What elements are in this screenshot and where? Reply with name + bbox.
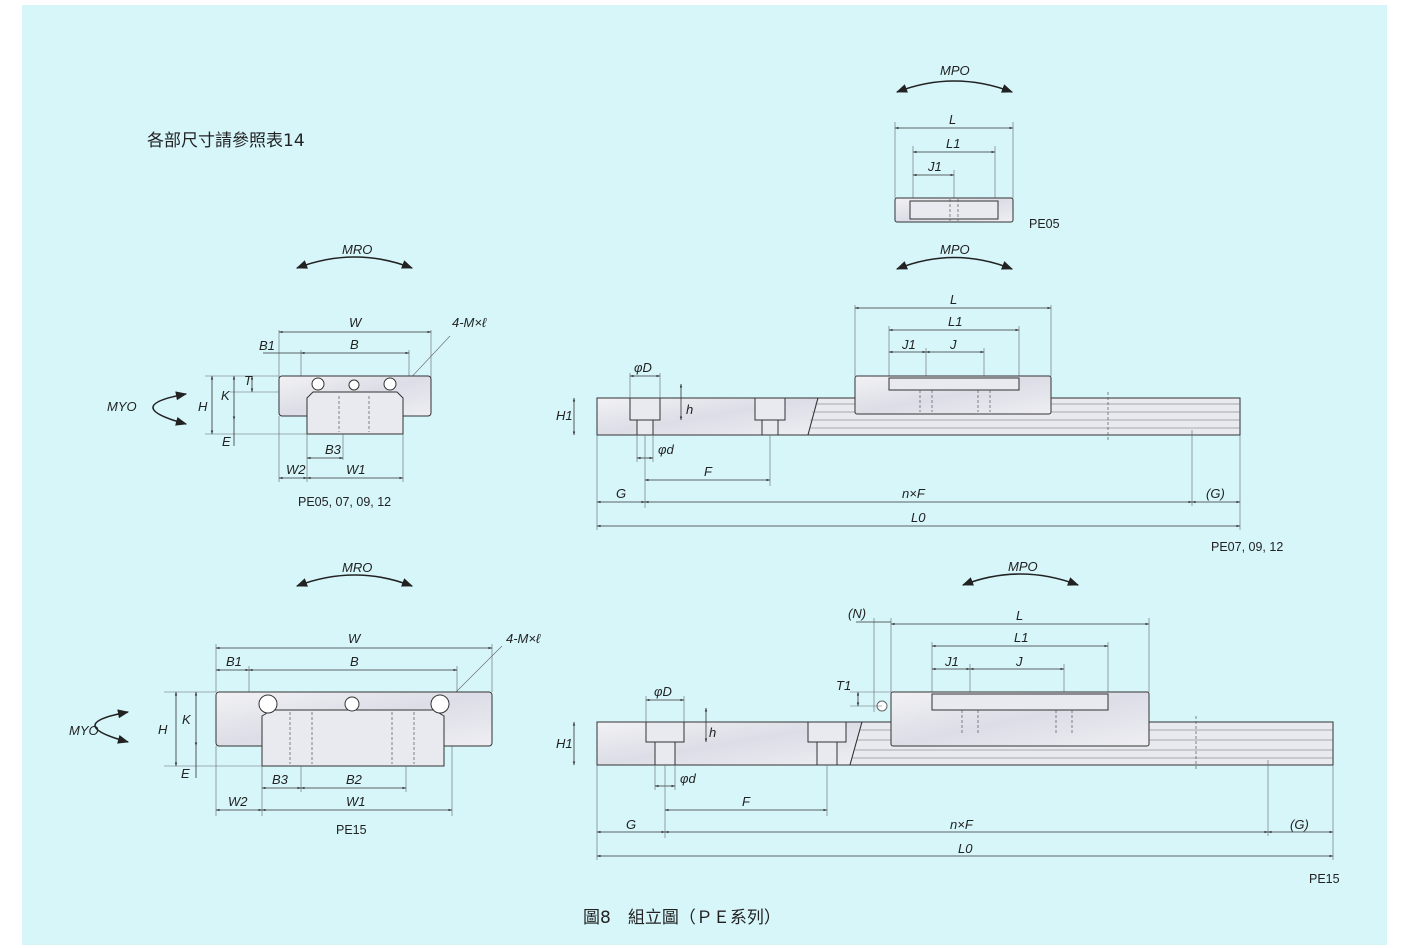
dim-w1-large: W1	[346, 794, 366, 809]
dim-j1: J1	[927, 159, 942, 174]
dim-j1-side: J1	[901, 337, 916, 352]
moment-mpo-label-2: MPO	[940, 242, 970, 257]
dim-j-large: J	[1015, 654, 1023, 669]
dim-h-small: h	[686, 402, 693, 417]
model-label-small-end: PE05, 07, 09, 12	[298, 495, 391, 509]
dim-w: W	[349, 315, 363, 330]
dim-phi-d-small-2: φd	[680, 771, 696, 786]
dim-b3: B3	[325, 442, 342, 457]
moment-myo-label-2: MYO	[69, 723, 99, 738]
dim-4-m-l: 4-M×ℓ	[452, 315, 487, 330]
dim-l-large: L	[1016, 608, 1023, 623]
model-label-large-end: PE15	[336, 823, 367, 837]
dim-phi-d-large: φD	[634, 360, 652, 375]
dim-b3-large: B3	[272, 772, 289, 787]
dim-n-f: n×F	[902, 486, 926, 501]
reference-note: 各部尺寸請參照表14	[147, 131, 305, 151]
model-label-pe05: PE05	[1029, 217, 1060, 231]
dim-t1: T1	[836, 678, 851, 693]
side-view-small: MPO L L1 J1 J	[556, 242, 1283, 554]
dim-j1-large: J1	[944, 654, 959, 669]
dim-l: L	[949, 112, 956, 127]
dim-g-paren: (G)	[1206, 486, 1225, 501]
dim-l0: L0	[911, 510, 926, 525]
dim-h: H	[198, 399, 208, 414]
dim-phi-d-large-2: φD	[654, 684, 672, 699]
moment-mro-label: MRO	[342, 242, 372, 257]
dim-h1-large: H1	[556, 736, 573, 751]
dim-l-side: L	[950, 292, 957, 307]
dim-g-paren-large: (G)	[1290, 817, 1309, 832]
dim-l1-side: L1	[948, 314, 962, 329]
dim-b1: B1	[259, 338, 275, 353]
dim-f: F	[704, 464, 713, 479]
moment-mro-label-2: MRO	[342, 560, 372, 575]
dim-b: B	[350, 337, 359, 352]
moment-mpo-label-3: MPO	[1008, 559, 1038, 574]
dim-b1-large: B1	[226, 654, 242, 669]
dim-g: G	[616, 486, 626, 501]
dim-e: E	[222, 434, 231, 449]
top-view-pe05: MPO L L1 J1 PE05	[894, 63, 1060, 231]
dim-n-f-large: n×F	[950, 817, 974, 832]
dim-h1: H1	[556, 408, 573, 423]
dim-w2: W2	[286, 462, 306, 477]
dim-w-large: W	[348, 631, 362, 646]
dim-phi-d-small: φd	[658, 442, 674, 457]
dim-j-side: J	[949, 337, 957, 352]
dim-4-m-l-large: 4-M×ℓ	[506, 631, 541, 646]
model-label-large-side: PE15	[1309, 872, 1340, 886]
dim-k: K	[221, 388, 231, 403]
dim-l1-large: L1	[1014, 630, 1028, 645]
model-label-small-side: PE07, 09, 12	[1211, 540, 1283, 554]
dim-l0-large: L0	[958, 841, 973, 856]
dim-f-large: F	[742, 794, 751, 809]
side-view-large: MPO (N) L L1 J1 J T	[556, 559, 1340, 886]
dim-h-large: H	[158, 722, 168, 737]
dim-b-large: B	[350, 654, 359, 669]
figure-caption: 圖8 組立圖（ＰＥ系列）	[583, 908, 781, 928]
dim-w1: W1	[346, 462, 366, 477]
dim-e-large: E	[181, 766, 190, 781]
dim-n: (N)	[848, 606, 866, 621]
moment-myo-label: MYO	[107, 399, 137, 414]
dim-w2-large: W2	[228, 794, 248, 809]
drawing-panel	[22, 5, 1387, 945]
dim-k-large: K	[182, 712, 192, 727]
dim-t: T	[244, 373, 253, 388]
dim-g-large: G	[626, 817, 636, 832]
moment-mpo-label: MPO	[940, 63, 970, 78]
end-view-small: MRO MYO W B1 B 4-M×ℓ H K T E	[107, 242, 487, 509]
end-view-large: MRO MYO W B1 B 4-M×ℓ H K E	[69, 560, 541, 837]
dim-b2-large: B2	[346, 772, 363, 787]
dim-l1: L1	[946, 136, 960, 151]
dim-h-small-2: h	[709, 725, 716, 740]
